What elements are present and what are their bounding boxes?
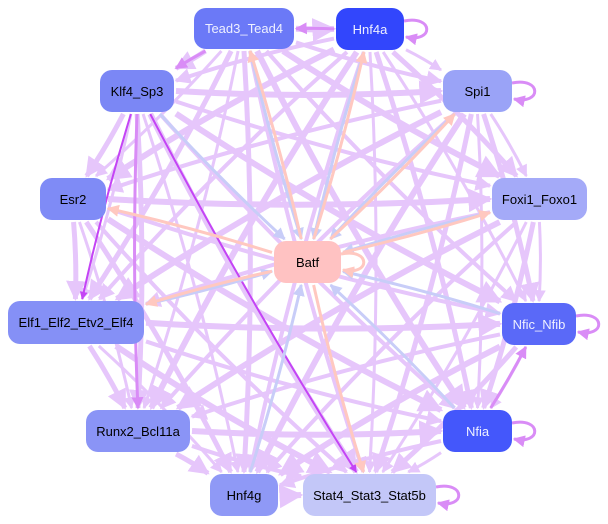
self-loop-Nfic_Nfib [575,313,601,341]
edge-Nfia-to-Batf [329,283,456,410]
node-label: Elf1_Elf2_Etv2_Elf4 [18,315,134,330]
edge-Batf-to-Esr2 [106,204,273,254]
node-klf4_sp3[interactable]: Klf4_Sp3 [100,70,174,112]
edge-Tead3_Tead4-to-Nfia [254,49,467,411]
edge-Nfic_Nfib-to-Hnf4g [277,343,502,477]
node-nfia[interactable]: Nfia [443,410,512,452]
edge-Esr2-to-Elf1_Elf2_Etv2_Elf4 [66,221,87,301]
node-foxi1_foxo1[interactable]: Foxi1_Foxo1 [492,178,587,220]
edge-Klf4_Sp3-to-Esr2 [84,112,126,178]
edge-Spi1-to-Nfia [472,113,485,410]
self-loop-Spi1 [511,80,537,108]
edge-Elf1_Elf2_Etv2_Elf4-to-Runx2_Bcl11a [87,344,128,410]
edge-Runx2_Bcl11a-to-Hnf4g [174,451,210,476]
node-label: Foxi1_Foxo1 [501,191,578,207]
edge-Hnf4g-to-Batf [248,283,305,473]
node-spi1[interactable]: Spi1 [443,70,512,112]
node-elf1_elf2_etv2_elf4[interactable]: Elf1_Elf2_Etv2_Elf4 [8,301,144,344]
edge-Tead3_Tead4-to-Hnf4g [235,50,256,474]
edge-Nfic_Nfib-to-Runx2_Bcl11a [190,332,501,420]
edge-Batf-to-Stat4_Stat3_Stat5b [312,284,366,474]
self-loop-Nfia [511,420,537,448]
edge-Foxi1_Foxo1-to-Runx2_Bcl11a [175,219,502,411]
node-label: Hnf4g [226,487,262,503]
edge-Esr2-to-Foxi1_Foxo1 [107,188,493,213]
node-hnf4g[interactable]: Hnf4g [210,474,278,516]
edge-Esr2-to-Nfia [106,216,444,413]
node-nfic_nfib[interactable]: Nfic_Nfib [502,303,576,345]
edge-Hnf4a-to-Elf1_Elf2_Etv2_Elf4 [98,50,349,301]
node-hnf4a[interactable]: Hnf4a [336,8,404,50]
edge-Foxi1_Foxo1-to-Nfic_Nfib [533,221,546,303]
edge-Hnf4a-to-Foxi1_Foxo1 [391,50,519,178]
edge-Hnf4a-to-Spi1 [405,48,443,72]
node-label: Runx2_Bcl11a [96,423,180,439]
edge-Spi1-to-Elf1_Elf2_Etv2_Elf4 [114,109,443,302]
edge-Batf-to-Tead3_Tead4 [247,49,303,240]
edge-Klf4_Sp3-to-Foxi1_Foxo1 [175,99,492,191]
edge-Nfic_Nfib-to-Batf [341,268,501,315]
edge-Klf4_Sp3-to-Runx2_Bcl11a [131,113,144,410]
node-label: Tead3_Tead4 [204,21,284,36]
node-label: Nfia [465,423,490,439]
node-label: Hnf4a [352,21,388,37]
edge-Nfia-to-Stat4_Stat3_Stat5b [407,451,442,474]
edge-Nfia-to-Nfic_Nfib [489,345,528,409]
node-stat4_stat3_stat5b[interactable]: Stat4_Stat3_Stat5b [303,474,436,516]
self-loop-Hnf4a [403,18,429,46]
edge-Batf-to-Hnf4a [312,50,368,240]
node-label: Batf [295,254,320,270]
edge-Batf-to-Elf1_Elf2_Etv2_Elf4 [144,269,273,307]
self-loop-Batf [340,251,366,279]
edge-Esr2-to-Stat4_Stat3_Stat5b [94,220,348,474]
edge-Batf-to-Spi1 [329,112,456,241]
node-runx2_bcl11a[interactable]: Runx2_Bcl11a [86,410,190,452]
edge-Klf4_Sp3-to-Stat4_Stat3_Stat5b [149,113,358,473]
node-label: Esr2 [59,191,87,207]
edge-Batf-to-Foxi1_Foxo1 [342,209,492,254]
edge-Tead3_Tead4-to-Klf4_Sp3 [174,49,207,70]
edge-Spi1-to-Hnf4g [254,112,467,475]
node-label: Klf4_Sp3 [110,83,164,99]
edge-Tead3_Tead4-to-Batf [248,50,304,241]
node-esr2[interactable]: Esr2 [40,178,106,220]
node-label: Stat4_Stat3_Stat5b [313,487,426,503]
edge-Klf4_Sp3-to-Runx2_Bcl11a [128,113,149,410]
node-label: Nfic_Nfib [512,316,566,332]
edge-Spi1-to-Stat4_Stat3_Stat5b [371,113,474,474]
edge-Hnf4a-to-Batf [310,51,366,241]
edge-Elf1_Elf2_Etv2_Elf4-to-Hnf4g [97,344,223,473]
edge-Klf4_Sp3-to-Spi1 [175,80,444,105]
edge-Klf4_Sp3-to-Batf [158,112,286,241]
edge-Spi1-to-Foxi1_Foxo1 [489,113,528,178]
edge-Hnf4a-to-Runx2_Bcl11a [148,50,360,411]
node-batf[interactable]: Batf [274,241,341,283]
edge-Tead3_Tead4-to-Foxi1_Foxo1 [281,48,502,179]
edge-Foxi1_Foxo1-to-Stat4_Stat3_Stat5b [381,221,528,474]
edge-Runx2_Bcl11a-to-Nfia [191,420,444,445]
node-label: Spi1 [464,83,491,99]
self-loop-Stat4_Stat3_Stat5b [435,484,461,512]
node-tead3_tead4[interactable]: Tead3_Tead4 [194,8,294,49]
